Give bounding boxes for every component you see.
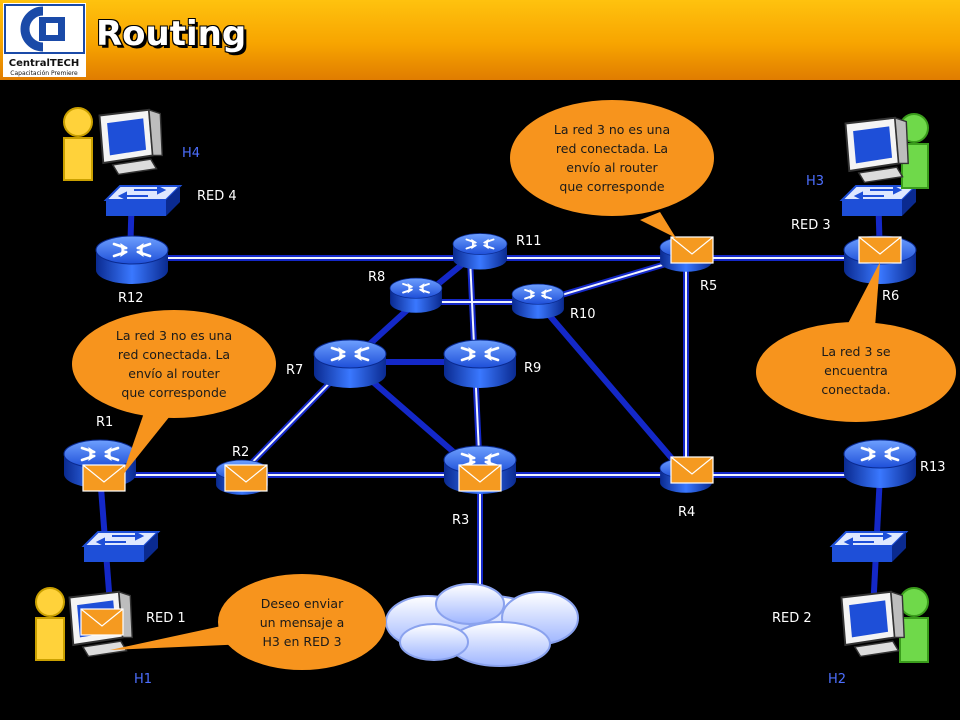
host-h3-icon xyxy=(844,113,929,189)
label-red4: RED 4 xyxy=(197,189,237,204)
host-h2-icon xyxy=(840,587,929,663)
bubble-r5-line1: La red 3 no es una xyxy=(554,122,670,137)
label-r13: R13 xyxy=(920,460,946,475)
label-h4: H4 xyxy=(182,146,200,161)
switch-red4-icon xyxy=(105,185,181,217)
router-r9-icon xyxy=(442,338,518,390)
router-r12-icon xyxy=(94,234,170,286)
envelope-icon xyxy=(670,236,714,264)
label-r6: R6 xyxy=(882,289,899,304)
envelope-icon xyxy=(670,456,714,484)
logo-brand-text: CentralTECH xyxy=(9,58,80,69)
bubble-r5-line2: red conectada. La xyxy=(556,141,668,156)
router-r13-icon xyxy=(842,438,918,490)
bubble-r6-line2: encuentra xyxy=(824,363,888,378)
label-r12: R12 xyxy=(118,291,144,306)
switch-red1-icon xyxy=(83,531,159,563)
label-red2: RED 2 xyxy=(772,611,812,626)
bubble-r6: La red 3 se encuentra conectada. xyxy=(756,262,956,422)
label-r3: R3 xyxy=(452,513,469,528)
bubble-r1-line4: que corresponde xyxy=(121,385,226,400)
bubble-r6-line1: La red 3 se xyxy=(821,344,890,359)
envelope-icon xyxy=(458,464,502,492)
label-r7: R7 xyxy=(286,363,303,378)
router-r8-icon xyxy=(389,277,443,314)
host-labels: H4 H3 H1 H2 xyxy=(134,146,846,687)
label-r4: R4 xyxy=(678,505,695,520)
label-h2: H2 xyxy=(828,672,846,687)
bubble-h1: Deseo enviar un mensaje a H3 en RED 3 xyxy=(110,574,386,670)
label-r2: R2 xyxy=(232,445,249,460)
router-labels: R1 R2 R3 R4 R5 R6 R7 R8 R9 R10 R11 R12 R… xyxy=(96,234,946,528)
bubble-h1-line3: H3 en RED 3 xyxy=(262,634,341,649)
switch-red3-icon xyxy=(841,185,917,217)
label-r5: R5 xyxy=(700,279,717,294)
label-red1: RED 1 xyxy=(146,611,186,626)
bubble-r5-line4: que corresponde xyxy=(559,179,664,194)
bubble-h1-line2: un mensaje a xyxy=(260,615,345,630)
router-r7-icon xyxy=(312,338,388,390)
envelope-icon xyxy=(858,236,902,264)
internet-cloud xyxy=(385,583,579,667)
envelope-icon xyxy=(82,464,126,492)
bubble-r1-line1: La red 3 no es una xyxy=(116,328,232,343)
label-h1: H1 xyxy=(134,672,152,687)
centraltech-logo: CentralTECH Capacitación Premiere xyxy=(3,3,86,77)
bubble-r6-line3: conectada. xyxy=(821,382,890,397)
bubble-r1-line3: envío al router xyxy=(128,366,220,381)
envelope-icon xyxy=(224,464,268,492)
label-r10: R10 xyxy=(570,307,596,322)
bubble-r5: La red 3 no es una red conectada. La env… xyxy=(510,100,714,238)
network-labels: RED 4 RED 3 RED 1 RED 2 xyxy=(146,189,831,626)
label-r9: R9 xyxy=(524,361,541,376)
router-r10-icon xyxy=(511,283,565,320)
bubble-r1: La red 3 no es una red conectada. La env… xyxy=(72,310,276,476)
label-red3: RED 3 xyxy=(791,218,831,233)
label-r8: R8 xyxy=(368,270,385,285)
host-h1-icon xyxy=(35,587,134,661)
logo-tagline: Capacitación Premiere xyxy=(10,70,78,77)
bubble-r5-line3: envío al router xyxy=(566,160,658,175)
label-r1: R1 xyxy=(96,415,113,430)
bubble-r1-line2: red conectada. La xyxy=(118,347,230,362)
switch-red2-icon xyxy=(831,531,907,563)
label-r11: R11 xyxy=(516,234,542,249)
host-h4-icon xyxy=(63,107,164,181)
router-r11-icon xyxy=(452,232,508,271)
label-h3: H3 xyxy=(806,174,824,189)
header-bar xyxy=(0,0,960,80)
bubble-h1-line1: Deseo enviar xyxy=(261,596,344,611)
envelope-icon xyxy=(80,608,124,636)
page-title: Routing xyxy=(96,14,247,54)
